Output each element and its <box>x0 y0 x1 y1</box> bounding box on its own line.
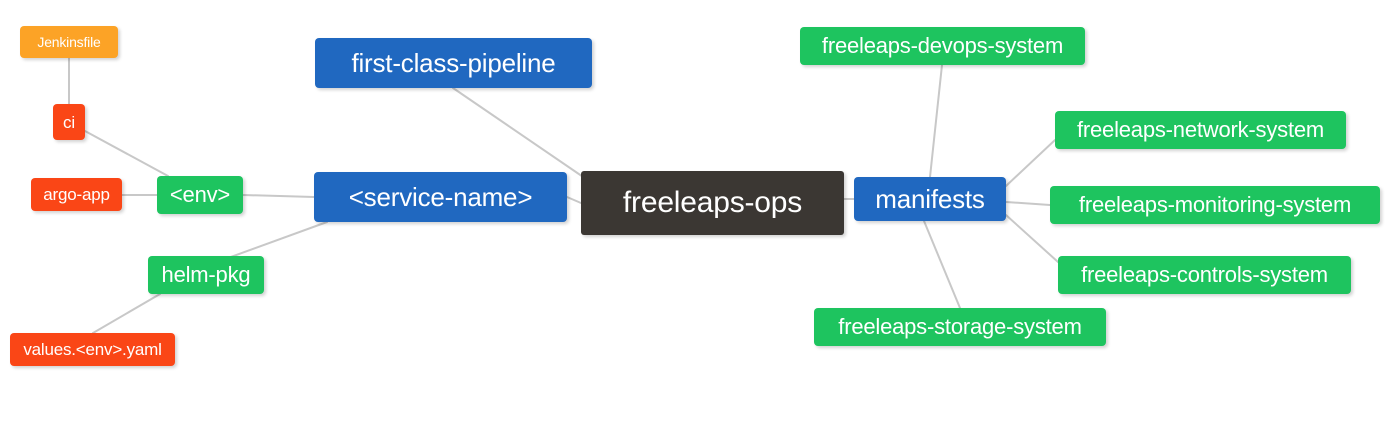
node-label: freeleaps-devops-system <box>821 33 1064 58</box>
node-argo-app[interactable]: argo-app <box>31 178 122 211</box>
node-label: freeleaps-network-system <box>1076 117 1325 142</box>
node-jenkinsfile[interactable]: Jenkinsfile <box>20 26 118 58</box>
edge-manifests-to-freeleaps-monitoring-system <box>1005 201 1051 206</box>
node-env[interactable]: <env> <box>157 176 243 214</box>
node-freeleaps-storage-system[interactable]: freeleaps-storage-system <box>814 308 1106 346</box>
node-ci[interactable]: ci <box>53 104 85 140</box>
edge-manifests-to-freeleaps-devops-system <box>929 64 943 178</box>
node-label: freeleaps-controls-system <box>1081 262 1328 287</box>
node-label: Jenkinsfile <box>37 34 101 50</box>
edge-manifests-to-freeleaps-network-system <box>1005 139 1056 187</box>
edge-env-to-ci <box>84 130 169 177</box>
node-label: values.<env>.yaml <box>23 340 162 359</box>
edge-freeleaps-ops-to-first-class-pipeline <box>452 87 593 184</box>
node-helm-pkg[interactable]: helm-pkg <box>148 256 264 294</box>
node-freeleaps-devops-system[interactable]: freeleaps-devops-system <box>800 27 1085 65</box>
edge-manifests-to-freeleaps-storage-system <box>923 220 961 309</box>
node-label: freeleaps-storage-system <box>838 314 1082 339</box>
edge-freeleaps-ops-to-service-name <box>566 196 582 204</box>
node-label: freeleaps-monitoring-system <box>1078 192 1352 217</box>
node-freeleaps-monitoring-system[interactable]: freeleaps-monitoring-system <box>1050 186 1380 224</box>
node-label: argo-app <box>43 185 110 204</box>
edge-helm-pkg-to-values-env-yaml <box>92 293 161 334</box>
node-label: freeleaps-ops <box>622 186 803 219</box>
node-label: helm-pkg <box>161 262 251 287</box>
node-freeleaps-ops[interactable]: freeleaps-ops <box>581 171 844 235</box>
node-label: manifests <box>875 184 985 214</box>
node-values-env-yaml[interactable]: values.<env>.yaml <box>10 333 175 366</box>
node-label: ci <box>63 112 75 132</box>
node-label: <service-name> <box>348 182 533 212</box>
node-label: <env> <box>169 182 231 207</box>
node-manifests[interactable]: manifests <box>854 177 1006 221</box>
edge-service-name-to-env <box>242 194 315 198</box>
node-first-class-pipeline[interactable]: first-class-pipeline <box>315 38 592 88</box>
node-service-name[interactable]: <service-name> <box>314 172 567 222</box>
node-label: first-class-pipeline <box>351 48 556 78</box>
node-freeleaps-network-system[interactable]: freeleaps-network-system <box>1055 111 1346 149</box>
node-freeleaps-controls-system[interactable]: freeleaps-controls-system <box>1058 256 1351 294</box>
